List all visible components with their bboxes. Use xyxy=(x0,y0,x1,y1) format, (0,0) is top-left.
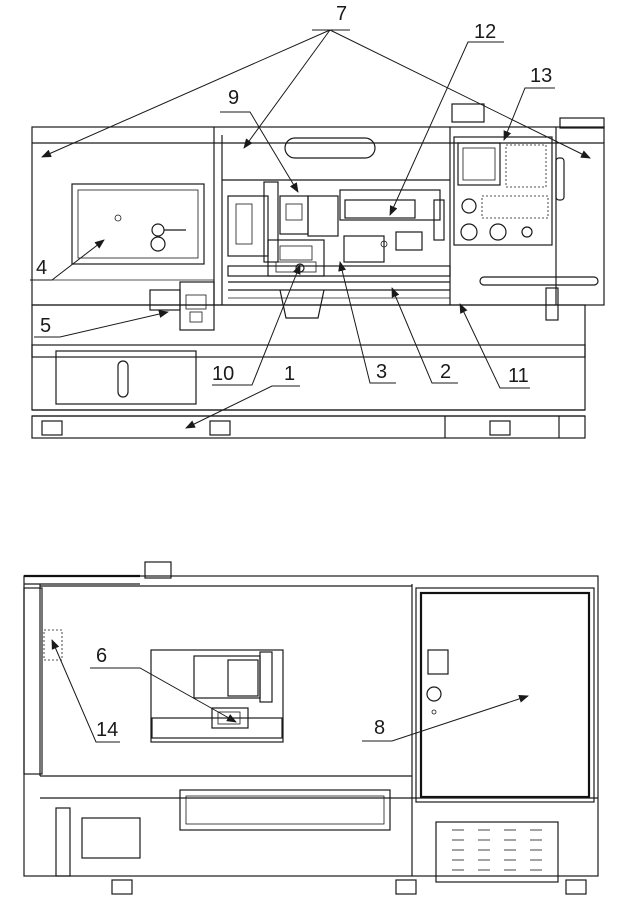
callout-labels: 7 12 13 9 4 5 10 1 3 2 11 6 14 8 xyxy=(36,3,552,741)
callout-12: 12 xyxy=(474,21,496,43)
dial-right xyxy=(489,223,507,241)
vent-grille xyxy=(435,821,559,883)
buttons-grid xyxy=(481,195,549,219)
callout-6: 6 xyxy=(96,645,107,667)
callout-3: 3 xyxy=(376,361,387,383)
lower-panel xyxy=(179,789,391,831)
inspection-window xyxy=(150,649,284,743)
callout-14: 14 xyxy=(96,719,118,741)
chuck xyxy=(279,195,309,235)
callout-8: 8 xyxy=(374,717,385,739)
front-leaders xyxy=(30,29,591,429)
drawer-handle xyxy=(479,276,599,286)
callout-10: 10 xyxy=(212,363,234,385)
top-view xyxy=(23,561,599,895)
callout-2: 2 xyxy=(440,361,451,383)
callout-7: 7 xyxy=(336,3,347,25)
callout-4: 4 xyxy=(36,257,47,279)
side-handle xyxy=(555,157,565,201)
cnc-screen xyxy=(457,142,501,186)
control-panel xyxy=(453,136,553,246)
door-window xyxy=(71,183,205,265)
right-door xyxy=(415,587,595,803)
top-handle xyxy=(284,137,376,159)
keypad xyxy=(505,144,547,188)
dial-left xyxy=(460,223,478,241)
callout-13: 13 xyxy=(530,65,552,87)
base-cabinet xyxy=(31,344,586,411)
callout-11: 11 xyxy=(508,365,529,387)
callout-5: 5 xyxy=(40,315,51,337)
top-leaders xyxy=(51,639,529,743)
enclosure-outline xyxy=(31,126,605,306)
callout-9: 9 xyxy=(228,87,239,109)
hidden-component xyxy=(43,629,63,661)
front-view xyxy=(31,103,605,439)
switch-box xyxy=(179,281,215,331)
callout-1: 1 xyxy=(284,363,295,385)
dial-top xyxy=(461,198,477,214)
top-block xyxy=(451,103,485,123)
